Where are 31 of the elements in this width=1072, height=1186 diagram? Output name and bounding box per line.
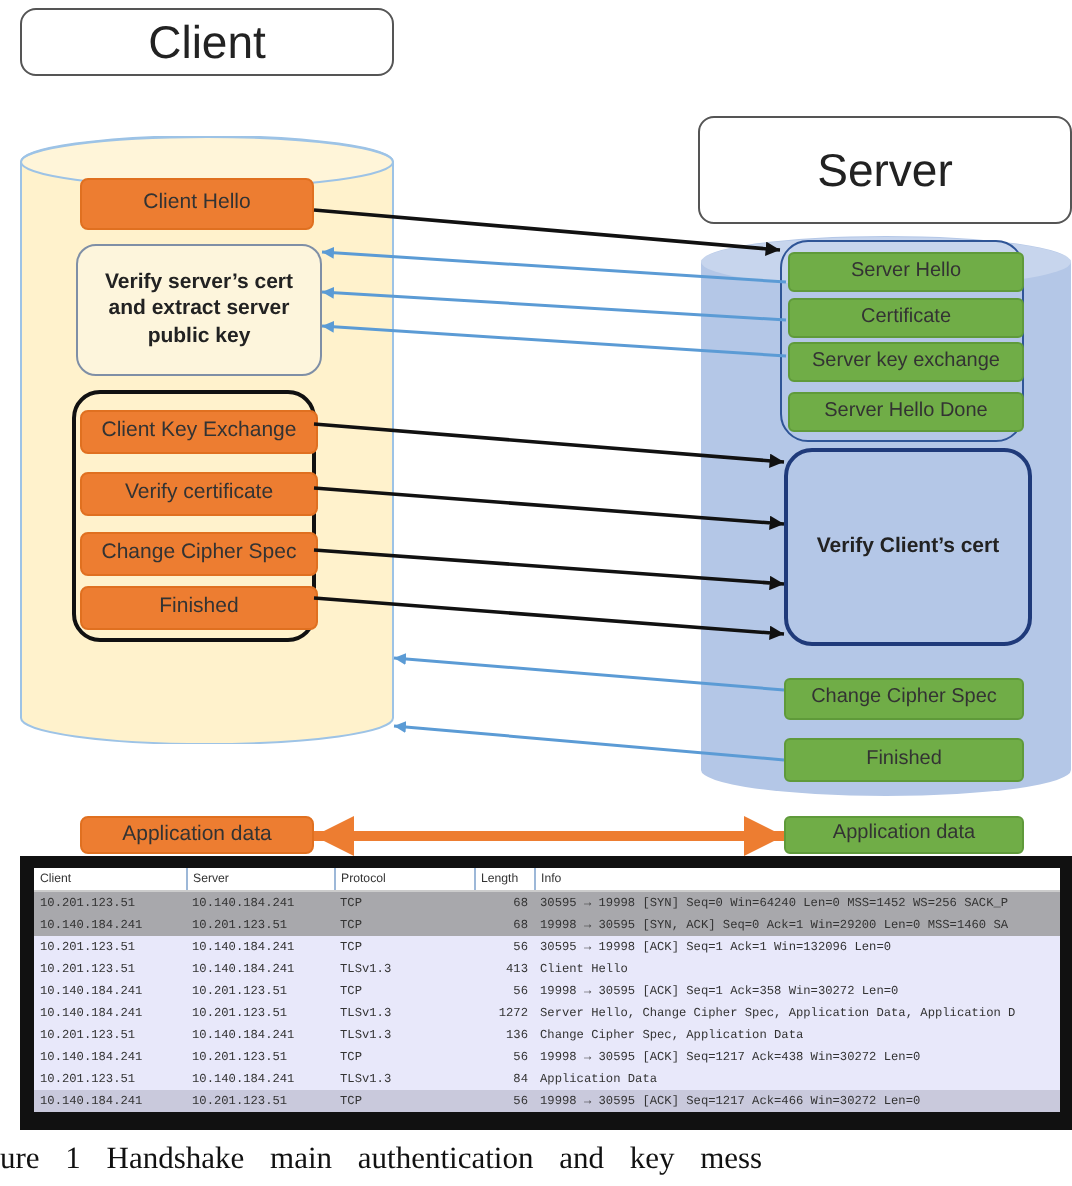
message-box: Finished (80, 586, 318, 630)
group-frame (72, 390, 316, 642)
message-box: Verify certificate (80, 472, 318, 516)
message-box: Certificate (788, 298, 1024, 338)
arrow (321, 246, 787, 284)
arrow (321, 286, 787, 322)
message-box: Finished (784, 738, 1024, 782)
arrow (314, 816, 784, 856)
arrow (313, 548, 785, 591)
arrow (393, 721, 785, 762)
message-box: Application data (784, 816, 1024, 854)
arrow (321, 320, 787, 358)
arrow (313, 208, 781, 256)
message-box: Application data (80, 816, 314, 854)
arrow (313, 486, 785, 531)
arrow (313, 422, 785, 468)
message-box: Change Cipher Spec (80, 532, 318, 576)
arrow (313, 596, 785, 641)
title-box: Client (20, 8, 394, 76)
caption: ure 1 Handshake main authentication and key mess (0, 1142, 763, 1178)
title-box: Server (698, 116, 1072, 224)
message-box: Client Key Exchange (80, 410, 318, 454)
group-frame (780, 240, 1024, 442)
message-box: Server key exchange (788, 342, 1024, 382)
message-box: Change Cipher Spec (784, 678, 1024, 720)
process-box: Verify Client’s cert (784, 448, 1032, 646)
message-box: Server Hello Done (788, 392, 1024, 432)
process-box: Verify server’s cert and extract server public key (76, 244, 322, 376)
message-box: Client Hello (80, 178, 314, 230)
arrow (393, 653, 785, 692)
message-box: Server Hello (788, 252, 1024, 292)
